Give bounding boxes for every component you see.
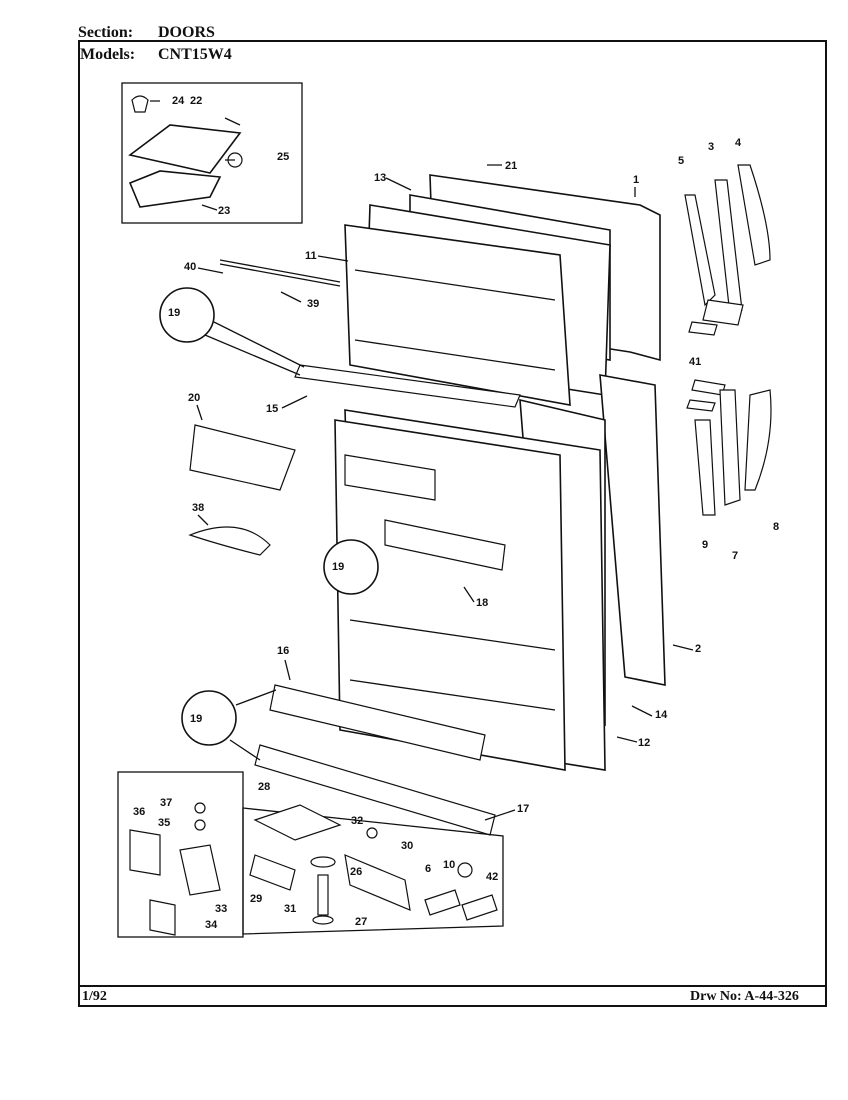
callout-8: 8 xyxy=(773,521,779,533)
footer-drawing-number: Drw No: A-44-326 xyxy=(690,989,799,1004)
callout-41: 41 xyxy=(689,356,701,368)
callout-6: 6 xyxy=(425,863,431,875)
callout-19c: 19 xyxy=(190,713,202,725)
callout-26: 26 xyxy=(350,866,362,878)
footer-divider xyxy=(78,985,827,987)
callout-13: 13 xyxy=(374,172,386,184)
detail-magnifiers xyxy=(159,287,379,761)
callout-31: 31 xyxy=(284,903,296,915)
callout-19b: 19 xyxy=(332,561,344,573)
callout-18: 18 xyxy=(476,597,488,609)
bottom-hinge-kit xyxy=(117,771,504,938)
callout-9: 9 xyxy=(702,539,708,551)
callout-16: 16 xyxy=(277,645,289,657)
callout-21: 21 xyxy=(505,160,517,172)
callout-15: 15 xyxy=(266,403,278,415)
right-hinges xyxy=(684,164,772,516)
callout-30: 30 xyxy=(401,840,413,852)
callout-3: 3 xyxy=(708,141,714,153)
callout-19a: 19 xyxy=(168,307,180,319)
callout-42: 42 xyxy=(486,871,498,883)
callout-5: 5 xyxy=(678,155,684,167)
top-hinge-inset xyxy=(121,82,303,224)
callout-39: 39 xyxy=(307,298,319,310)
callout-14: 14 xyxy=(655,709,668,721)
callout-1: 1 xyxy=(633,174,639,186)
models-label: Models: xyxy=(80,46,136,63)
freezer-door xyxy=(294,174,661,408)
callout-25: 25 xyxy=(277,151,289,163)
callout-4: 4 xyxy=(735,137,742,149)
callout-27: 27 xyxy=(355,916,367,928)
callout-40: 40 xyxy=(184,261,196,273)
callout-labels: 1 2 3 4 5 6 7 8 9 10 11 12 13 14 15 16 1… xyxy=(133,95,779,931)
models-value: CNT15W4 xyxy=(158,46,232,63)
callout-2: 2 xyxy=(695,643,701,655)
callout-36: 36 xyxy=(133,806,145,818)
callout-29: 29 xyxy=(250,893,262,905)
callout-34: 34 xyxy=(205,919,218,931)
door-shelves xyxy=(188,259,496,836)
callout-11: 11 xyxy=(305,250,317,262)
callout-35: 35 xyxy=(158,817,170,829)
footer-date: 1/92 xyxy=(82,989,107,1004)
callout-38: 38 xyxy=(192,502,204,514)
callout-10: 10 xyxy=(443,859,455,871)
callout-32: 32 xyxy=(351,815,363,827)
callout-12: 12 xyxy=(638,737,650,749)
callout-22: 22 xyxy=(190,95,202,107)
callout-33: 33 xyxy=(215,903,227,915)
callout-37: 37 xyxy=(160,797,172,809)
leader-lines xyxy=(150,100,694,821)
section-label: Section: xyxy=(78,24,134,41)
callout-28: 28 xyxy=(258,781,270,793)
section-value: DOORS xyxy=(158,24,215,41)
callout-23: 23 xyxy=(218,205,230,217)
callout-24: 24 xyxy=(172,95,185,107)
drawing-frame xyxy=(78,40,827,1007)
callout-7: 7 xyxy=(732,550,738,562)
callout-17: 17 xyxy=(517,803,529,815)
callout-20: 20 xyxy=(188,392,200,404)
fresh-food-door xyxy=(334,374,666,771)
